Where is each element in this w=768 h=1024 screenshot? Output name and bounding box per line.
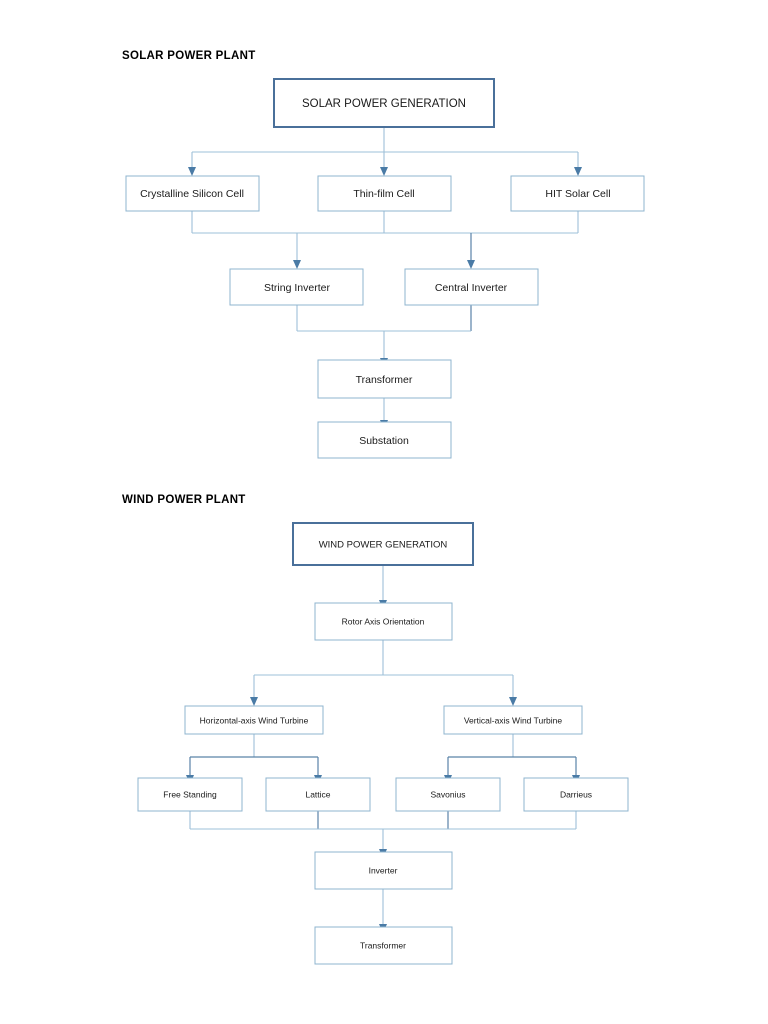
node-label-solar-transformer: Transformer xyxy=(356,374,413,386)
node-box-solar-generation[interactable] xyxy=(273,78,495,128)
solar-connectors xyxy=(188,127,582,429)
node-label-wind-transformer: Transformer xyxy=(360,940,406,950)
arrowhead-turbine-2 xyxy=(509,697,517,706)
wind-connectors xyxy=(186,565,580,933)
node-label-horizontal-axis-wind-turbine: Horizontal-axis Wind Turbine xyxy=(200,715,309,725)
node-box-wind-transformer[interactable] xyxy=(314,926,453,965)
solar-node-substation[interactable]: Substation xyxy=(317,421,452,459)
section-title-solar: SOLAR POWER PLANT xyxy=(122,50,256,62)
arrowhead-inverter-2 xyxy=(467,260,475,269)
solar-node-inverter-1[interactable]: String Inverter xyxy=(229,268,364,306)
node-label-central-inverter: Central Inverter xyxy=(435,282,508,294)
node-box-vertical-axis-wind-turbine[interactable] xyxy=(443,705,583,735)
wind-node-type-3[interactable]: Savonius xyxy=(395,777,501,812)
solar-node-cell-3[interactable]: HIT Solar Cell xyxy=(510,175,645,212)
solar-node-transformer[interactable]: Transformer xyxy=(317,359,452,399)
solar-node-cell-1[interactable]: Crystalline Silicon Cell xyxy=(125,175,260,212)
wind-node-type-1[interactable]: Free Standing xyxy=(137,777,243,812)
wind-node-transformer[interactable]: Transformer xyxy=(314,926,453,965)
node-label-thin-film-cell: Thin-film Cell xyxy=(353,188,414,200)
node-label-hit-solar-cell: HIT Solar Cell xyxy=(545,188,610,200)
arrowhead-inverter-1 xyxy=(293,260,301,269)
node-label-crystalline-silicon-cell: Crystalline Silicon Cell xyxy=(140,188,244,200)
node-box-rotor-axis-orientation[interactable] xyxy=(314,602,453,641)
node-label-savonius: Savonius xyxy=(431,789,466,799)
node-box-hit-solar-cell[interactable] xyxy=(510,175,645,212)
node-label-rotor-axis-orientation: Rotor Axis Orientation xyxy=(342,616,425,626)
node-box-crystalline-silicon-cell[interactable] xyxy=(125,175,260,212)
node-label-darrieus: Darrieus xyxy=(560,789,592,799)
node-box-thin-film-cell[interactable] xyxy=(317,175,452,212)
node-box-wind-generation[interactable] xyxy=(292,522,474,566)
node-box-lattice[interactable] xyxy=(265,777,371,812)
node-label-vertical-axis-wind-turbine: Vertical-axis Wind Turbine xyxy=(464,715,563,725)
arrowhead-cell-3 xyxy=(574,167,582,176)
node-box-wind-inverter[interactable] xyxy=(314,851,453,890)
wind-node-inverter[interactable]: Inverter xyxy=(314,851,453,890)
arrowhead-turbine-1 xyxy=(250,697,258,706)
node-label-wind-generation: WIND POWER GENERATION xyxy=(319,540,448,551)
arrowhead-cell-2 xyxy=(380,167,388,176)
node-box-solar-transformer[interactable] xyxy=(317,359,452,399)
node-box-central-inverter[interactable] xyxy=(404,268,539,306)
node-box-string-inverter[interactable] xyxy=(229,268,364,306)
wind-node-turbine-2[interactable]: Vertical-axis Wind Turbine xyxy=(443,705,583,735)
wind-node-type-4[interactable]: Darrieus xyxy=(523,777,629,812)
arrowhead-cell-1 xyxy=(188,167,196,176)
node-label-string-inverter: String Inverter xyxy=(264,282,330,294)
solar-node-cell-2[interactable]: Thin-film Cell xyxy=(317,175,452,212)
node-box-substation[interactable] xyxy=(317,421,452,459)
node-box-horizontal-axis-wind-turbine[interactable] xyxy=(184,705,324,735)
node-box-darrieus[interactable] xyxy=(523,777,629,812)
node-box-free-standing[interactable] xyxy=(137,777,243,812)
section-title-wind: WIND POWER PLANT xyxy=(122,494,246,506)
wind-node-root[interactable]: WIND POWER GENERATION xyxy=(292,522,474,566)
solar-node-inverter-2[interactable]: Central Inverter xyxy=(404,268,539,306)
wind-node-rotor[interactable]: Rotor Axis Orientation xyxy=(314,602,453,641)
solar-node-root[interactable]: SOLAR POWER GENERATION xyxy=(273,78,495,128)
wind-node-turbine-1[interactable]: Horizontal-axis Wind Turbine xyxy=(184,705,324,735)
node-label-wind-inverter: Inverter xyxy=(369,865,398,875)
node-label-substation: Substation xyxy=(359,435,409,447)
node-label-free-standing: Free Standing xyxy=(163,789,217,799)
node-label-lattice: Lattice xyxy=(305,789,330,799)
wind-node-type-2[interactable]: Lattice xyxy=(265,777,371,812)
node-label-solar-generation: SOLAR POWER GENERATION xyxy=(302,98,466,110)
node-box-savonius[interactable] xyxy=(395,777,501,812)
